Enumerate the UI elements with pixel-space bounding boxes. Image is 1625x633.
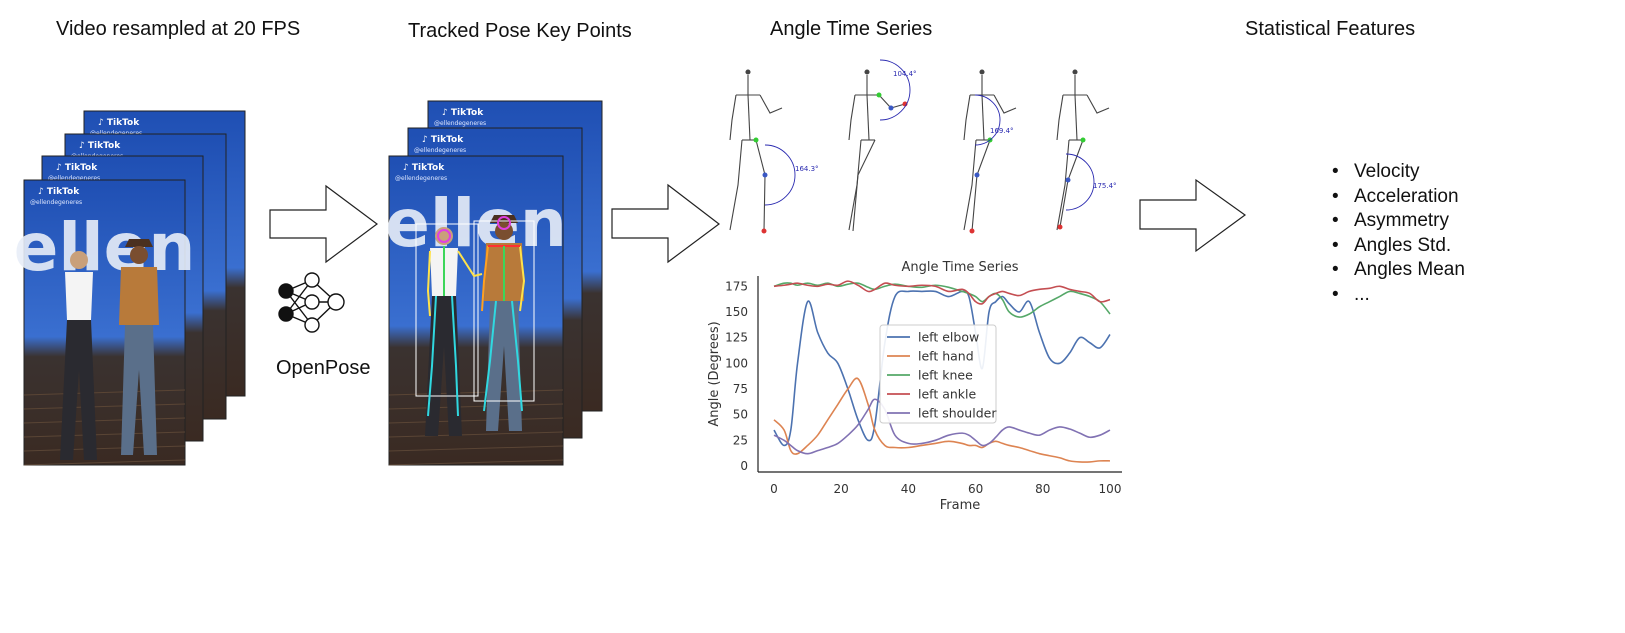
frame-brand: ♪ TikTok bbox=[56, 163, 98, 173]
frame-brand: ♪ TikTok bbox=[442, 108, 484, 118]
angle-label: 104.4° bbox=[893, 70, 917, 78]
stick-figure: 175.4° bbox=[1056, 69, 1117, 231]
angle-arc bbox=[1065, 153, 1095, 211]
y-tick-label: 25 bbox=[733, 433, 748, 447]
arrow-2 bbox=[611, 183, 720, 264]
angle-line-chart: Angle Time Series 0 25 50 75 100 125 150 175 0 20 4… bbox=[707, 260, 1122, 513]
feature-item: ... bbox=[1332, 283, 1465, 308]
angle-arc bbox=[879, 59, 911, 121]
frame-backdrop-text: ellen bbox=[14, 209, 196, 286]
section-title-angles: Angle Time Series bbox=[770, 18, 933, 40]
series-line-left-knee bbox=[773, 282, 1111, 318]
series-line-left-elbow bbox=[773, 290, 1111, 447]
arrow-3 bbox=[1139, 178, 1247, 253]
pose-overlay bbox=[415, 216, 535, 417]
frame-brand: ♪ TikTok bbox=[403, 163, 445, 173]
angle-arc bbox=[974, 94, 1001, 146]
feature-list: Velocity Acceleration Asymmetry Angles S… bbox=[1332, 160, 1465, 307]
frame-brand: ♪ TikTok bbox=[79, 141, 121, 151]
section-title-video: Video resampled at 20 FPS bbox=[56, 18, 301, 40]
frame-handle: @ellendegeneres bbox=[48, 175, 100, 182]
video-frame-stack: ♪ TikTok @ellendegeneres ♪ TikTok @ellendeg… bbox=[14, 110, 246, 466]
frame-handle: @ellendegeneres bbox=[30, 199, 82, 206]
series-line-left-hand bbox=[773, 377, 1111, 463]
angle-label: 164.3° bbox=[795, 165, 819, 173]
legend-label: left elbow bbox=[918, 330, 979, 345]
pose-frame-stack: ♪ TikTok @ellendegeneres ♪ TikTok @ellendeg… bbox=[385, 100, 603, 466]
legend-label: left ankle bbox=[918, 387, 977, 402]
y-tick-label: 75 bbox=[733, 382, 748, 396]
section-title-pose: Tracked Pose Key Points bbox=[408, 20, 632, 42]
x-tick-label: 20 bbox=[834, 482, 849, 496]
feature-item: Velocity bbox=[1332, 160, 1465, 185]
stick-figure: 164.3° bbox=[729, 69, 819, 234]
stick-figure: 104.4° bbox=[848, 59, 917, 232]
x-tick-label: 60 bbox=[968, 482, 983, 496]
y-tick-label: 125 bbox=[725, 331, 748, 345]
frame-brand: ♪ TikTok bbox=[38, 187, 80, 197]
frame-handle: @ellendegeneres bbox=[395, 175, 447, 182]
video-frame: ♪ TikTok @ellendegeneres ellen bbox=[14, 179, 196, 466]
legend-label: left knee bbox=[918, 368, 973, 383]
feature-item: Asymmetry bbox=[1332, 209, 1465, 234]
feature-item: Angles Std. bbox=[1332, 234, 1465, 259]
frame-handle: @ellendegeneres bbox=[414, 147, 466, 154]
angle-arc bbox=[764, 144, 796, 206]
y-tick-label: 150 bbox=[725, 305, 748, 319]
chart-title: Angle Time Series bbox=[901, 260, 1018, 275]
stick-figure-row: 164.3° 104.4° 169.4° 175.4° bbox=[729, 59, 1117, 234]
y-tick-label: 0 bbox=[740, 459, 748, 473]
y-tick-label: 175 bbox=[725, 279, 748, 293]
y-tick-label: 50 bbox=[733, 408, 748, 422]
legend-label: left hand bbox=[918, 349, 974, 364]
series-line-left-shoulder bbox=[773, 398, 1111, 455]
x-tick-label: 0 bbox=[770, 482, 778, 496]
frame-brand: ♪ TikTok bbox=[98, 118, 140, 128]
arrow-1 bbox=[269, 184, 379, 264]
openpose-label: OpenPose bbox=[276, 357, 371, 379]
stick-figure: 169.4° bbox=[963, 69, 1017, 234]
section-title-features: Statistical Features bbox=[1245, 18, 1416, 40]
frame-brand: ♪ TikTok bbox=[422, 135, 464, 145]
x-tick-label: 80 bbox=[1035, 482, 1050, 496]
neural-network-icon bbox=[278, 272, 345, 333]
feature-item: Angles Mean bbox=[1332, 258, 1465, 283]
legend-label: left shoulder bbox=[918, 406, 997, 421]
x-tick-label: 100 bbox=[1099, 482, 1122, 496]
frame-handle: @ellendegeneres bbox=[434, 120, 486, 127]
y-axis-label: Angle (Degrees) bbox=[707, 321, 722, 426]
x-axis-label: Frame bbox=[940, 498, 981, 513]
chart-legend: left elbow left hand left knee left ankle le… bbox=[879, 324, 997, 424]
dancer-figure bbox=[60, 239, 159, 460]
y-tick-label: 100 bbox=[725, 356, 748, 370]
series-line-left-ankle bbox=[773, 280, 1111, 305]
feature-item: Acceleration bbox=[1332, 185, 1465, 210]
x-tick-label: 40 bbox=[901, 482, 916, 496]
angle-label: 175.4° bbox=[1093, 182, 1117, 190]
angle-label: 169.4° bbox=[990, 127, 1014, 135]
